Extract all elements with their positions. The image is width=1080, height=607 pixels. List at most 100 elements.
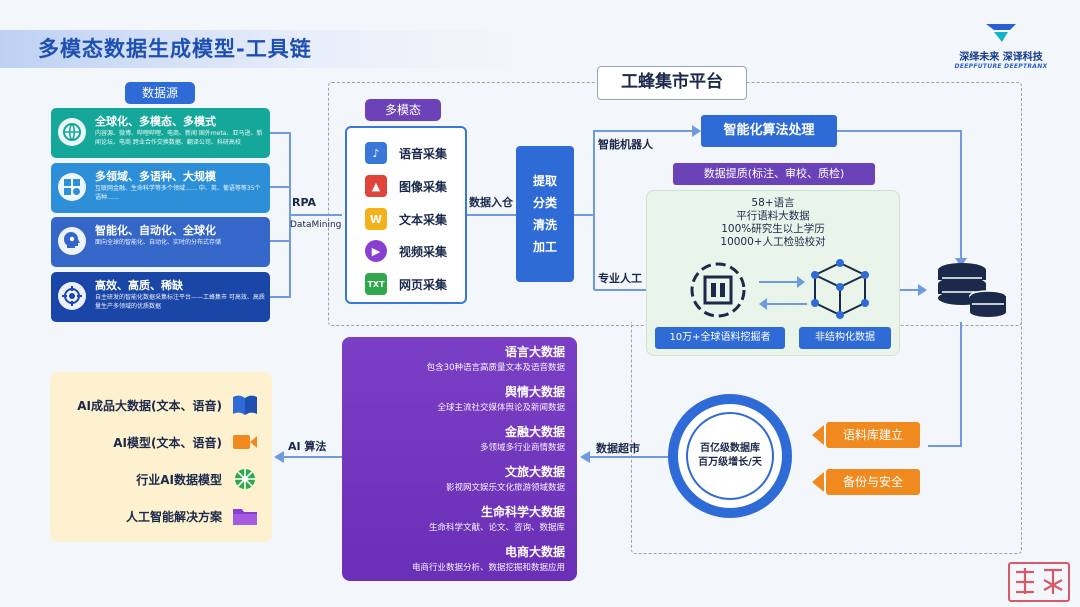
database-ring: 百亿级数据库 百万级增长/天 [668, 394, 792, 518]
book-icon [232, 393, 258, 417]
data-source-label: 数据源 [125, 82, 195, 104]
ai-chip-icon [690, 262, 746, 318]
datamining-label: DataMining [290, 220, 342, 230]
backup-security-badge: 备份与安全 [826, 469, 920, 495]
connector [284, 456, 342, 458]
arrow-head-left [274, 451, 284, 463]
stats-line: 平行语料大数据 [736, 210, 810, 222]
connector [960, 322, 962, 446]
big-data-item: 生命科学大数据 生命科学文献、论文、咨询、数据库 [429, 503, 565, 533]
stats-line: 58+语言 [751, 197, 795, 209]
products-panel: AI成品大数据(文本、语音) AI模型(文本、语音) 行业AI数据模型 人工智能… [50, 372, 272, 542]
big-data-title: 电商大数据 [504, 545, 565, 559]
arrow-head-left [812, 472, 824, 492]
connector [594, 130, 694, 132]
seal-stamp [1008, 562, 1070, 602]
big-data-item: 电商大数据 电商行业数据分析、数据挖掘和数据应用 [412, 543, 565, 573]
company-logo: 深绎未来 深译科技 DEEPFUTURE DEEPTRANX [936, 22, 1066, 72]
logo-en-1: DEEPFUTURE [954, 63, 1002, 70]
product-item: 人工智能解决方案 [126, 503, 258, 529]
big-data-panel: 语言大数据 包含30种语言高质量文本及语音数据 舆情大数据 全球主流社交媒体舆论… [342, 337, 577, 581]
arrow-head-down [955, 258, 967, 267]
connector [928, 445, 962, 447]
market-label: 数据超市 [596, 442, 640, 455]
connector [594, 289, 674, 291]
source-card-desc: 自主研发的智能化数据采集标注平台——工蜂集市 可高效、高质量生产多领域的优质数据 [95, 294, 265, 310]
multimodal-label: 多模态 [365, 99, 441, 121]
multimodal-item-web: TXT 网页采集 [365, 272, 447, 296]
human-label: 专业人工 [598, 272, 642, 285]
multimodal-item-image: ▲ 图像采集 [365, 174, 447, 198]
corpus-build-badge: 语料库建立 [826, 422, 920, 448]
source-card-desc: 互联网金融、生命科学等多个领域…… 中、英、葡语等等35个语种…… [95, 185, 261, 201]
multimodal-item-audio: ♪ 语音采集 [365, 141, 447, 165]
connector [900, 289, 920, 291]
multimodal-item-label: 语音采集 [399, 146, 448, 161]
connector [270, 296, 290, 298]
product-label: AI模型(文本、语音) [113, 435, 222, 450]
connector [467, 214, 516, 216]
process-step: 加工 [532, 240, 557, 254]
product-item: AI模型(文本、语音) [113, 429, 258, 455]
title-banner [0, 30, 520, 68]
connector [574, 214, 594, 216]
rpa-label: RPA [292, 196, 317, 209]
stats-line: 10000+人工检验校对 [720, 236, 826, 248]
data-in-label: 数据入仓 [469, 196, 513, 209]
unstructured-badge: 非结构化数据 [799, 327, 891, 349]
webpage-icon: TXT [365, 273, 387, 295]
database-line1: 百亿级数据库 [700, 443, 760, 454]
multimodal-item-label: 文本采集 [399, 212, 448, 227]
data-cube-icon [811, 259, 869, 319]
connector [270, 132, 290, 134]
connector [759, 281, 799, 283]
big-data-item: 舆情大数据 全球主流社交媒体舆论及新闻数据 [437, 383, 565, 413]
big-data-desc: 多领域多行业商情数据 [479, 443, 565, 453]
grid-icon [58, 173, 86, 201]
big-data-item: 语言大数据 包含30种语言高质量文本及语音数据 [427, 343, 565, 373]
big-data-desc: 包含30种语言高质量文本及语音数据 [426, 363, 565, 373]
big-data-desc: 影视网文娱乐文化旅游领域数据 [445, 483, 565, 493]
big-data-title: 文旅大数据 [504, 465, 565, 479]
connector [270, 240, 290, 242]
big-data-title: 舆情大数据 [504, 385, 565, 399]
source-card-efficient: 高效、高质、稀缺 自主研发的智能化数据采集标注平台——工蜂集市 可高效、高质量生… [51, 272, 270, 322]
product-label: 行业AI数据模型 [136, 472, 222, 487]
algo-box: 智能化算法处理 [701, 115, 837, 147]
process-step: 清洗 [532, 218, 557, 232]
big-data-item: 文旅大数据 影视网文娱乐文化旅游领域数据 [446, 463, 565, 493]
big-data-title: 生命科学大数据 [480, 505, 565, 519]
source-card-title: 多领域、多语种、大规模 [95, 170, 216, 183]
globe-icon [58, 118, 86, 146]
logo-cn-2: 深译科技 [1002, 52, 1043, 63]
source-card-title: 智能化、自动化、全球化 [95, 224, 216, 237]
big-data-item: 金融大数据 多领域多行业商情数据 [480, 423, 565, 453]
connector [767, 303, 807, 305]
big-data-desc: 全球主流社交媒体舆论及新闻数据 [437, 403, 565, 413]
arrow-head-right [692, 125, 701, 137]
multimodal-item-video: ▶ 视频采集 [365, 239, 447, 263]
product-label: AI成品大数据(文本、语音) [77, 398, 222, 413]
database-icon [938, 263, 1007, 317]
source-card-desc: 内容源、微博、哔哩哔哩、电商、新闻 国外meta、亚马逊、新闻论坛、电商 跨业合… [95, 130, 263, 146]
arrow-head-left [812, 425, 824, 445]
multimodal-item-text: W 文本采集 [365, 207, 447, 231]
product-item: 行业AI数据模型 [136, 466, 258, 492]
connector [960, 130, 962, 260]
multimodal-item-label: 网页采集 [399, 277, 448, 292]
stats-line: 100%研究生以上学历 [721, 223, 825, 235]
connector [837, 130, 961, 132]
platform-frame-lower [631, 322, 1022, 554]
product-label: 人工智能解决方案 [125, 509, 222, 524]
music-note-icon: ♪ [365, 142, 387, 164]
multimodal-panel: ♪ 语音采集 ▲ 图像采集 W 文本采集 ▶ 视频采集 TXT 网页采集 [345, 126, 467, 304]
ai-algo-label: AI 算法 [288, 440, 327, 453]
robot-label: 智能机器人 [598, 138, 653, 151]
network-globe-icon [232, 467, 258, 491]
arrow-head-left [759, 298, 767, 310]
arrow-head-right [918, 284, 927, 296]
arrow-head-left [580, 451, 590, 463]
seal-stamp-icon [1016, 568, 1063, 594]
page-title: 多模态数据生成模型-工具链 [38, 37, 312, 61]
source-card-desc: 面向全球的智能化、自动化、实时的分布式存储 [95, 239, 222, 246]
